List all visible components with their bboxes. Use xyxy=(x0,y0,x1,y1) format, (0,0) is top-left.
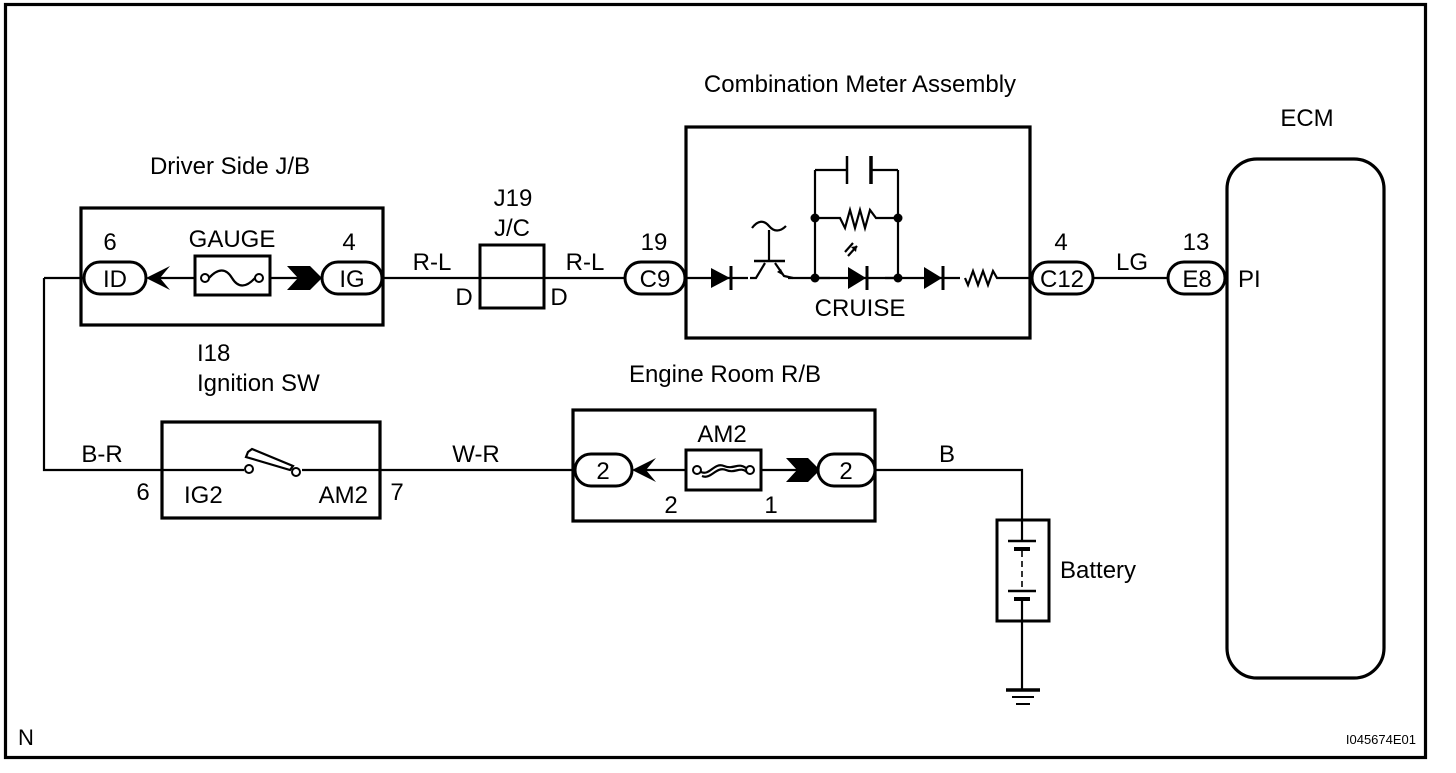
ecm-title: ECM xyxy=(1280,105,1333,132)
ignition-pin-6: 6 xyxy=(136,479,149,506)
battery: Battery xyxy=(995,518,1136,623)
capacitor-icon xyxy=(815,156,898,184)
resistor-icon xyxy=(960,267,1005,289)
wire-label-r-l-2: R-L xyxy=(566,249,605,276)
connector-e8 xyxy=(1166,260,1227,296)
ignition-id: I18 xyxy=(197,340,230,367)
driver-side-jb: Driver Side J/B ID 6 GAUGE IG 4 xyxy=(79,153,385,327)
arrow-right-icon xyxy=(786,458,820,482)
ignition-title: Ignition SW xyxy=(197,370,320,397)
ecm-box xyxy=(1225,157,1386,680)
jc-right-pin: D xyxy=(550,284,567,311)
meter-box xyxy=(684,125,1032,340)
jc-id: J19 xyxy=(494,185,533,212)
wire-label-b: B xyxy=(939,441,955,468)
ignition-terminal-ig2: IG2 xyxy=(184,482,223,509)
connector-ig-label: IG xyxy=(339,266,364,293)
ecm: ECM 13 E8 PI xyxy=(1166,105,1386,680)
driver-jb-box xyxy=(79,206,385,327)
wire-label-b-r: B-R xyxy=(81,441,122,468)
resistor-icon xyxy=(815,205,898,233)
ignition-switch: I18 Ignition SW B-R 6 7 IG2 AM2 xyxy=(81,340,404,520)
jc-box xyxy=(478,243,546,310)
wire-b-r xyxy=(42,278,162,472)
pin-number-19: 19 xyxy=(641,229,668,256)
fusible-link-icon xyxy=(692,464,755,478)
wires xyxy=(42,276,1168,690)
jc-left-pin: D xyxy=(455,284,472,311)
connector-e8-label: E8 xyxy=(1182,266,1211,293)
arrow-right-icon xyxy=(287,266,322,290)
engine-room-rb: Engine Room R/B 2 AM2 2 2 1 xyxy=(571,361,877,523)
led-icon xyxy=(815,242,898,290)
rb-pin-2: 2 xyxy=(664,492,677,519)
connector-id-label: ID xyxy=(103,266,127,293)
corner-mark: N xyxy=(18,725,34,750)
connector-c9-label: C9 xyxy=(640,266,671,293)
combination-meter: Combination Meter Assembly 19 C9 xyxy=(623,71,1095,340)
battery-label: Battery xyxy=(1060,557,1136,584)
fuse-icon xyxy=(200,269,264,287)
switch-icon xyxy=(244,447,301,477)
am2-fuse-label: AM2 xyxy=(697,421,746,448)
arrow-left-icon xyxy=(146,266,170,290)
transistor-icon xyxy=(748,220,794,280)
diode-icon xyxy=(711,266,733,290)
meter-title: Combination Meter Assembly xyxy=(704,71,1016,98)
wire-label-lg: LG xyxy=(1116,249,1148,276)
outer-frame xyxy=(3,2,1428,760)
ignition-terminal-am2: AM2 xyxy=(319,482,368,509)
connector-ig xyxy=(320,260,384,296)
pin-number-4-meter: 4 xyxy=(1054,229,1067,256)
diode-icon xyxy=(924,266,945,290)
cruise-indicator-label: CRUISE xyxy=(815,295,906,322)
driver-jb-title: Driver Side J/B xyxy=(150,153,310,180)
ignition-pin-7: 7 xyxy=(390,479,403,506)
connector-c9 xyxy=(623,260,687,296)
pin-number-4: 4 xyxy=(342,229,355,256)
rb-connector-right-label: 2 xyxy=(839,458,852,485)
connector-c12-label: C12 xyxy=(1040,266,1084,293)
rb-connector-right xyxy=(816,452,877,488)
ecm-terminal-pi: PI xyxy=(1238,266,1261,293)
rb-title: Engine Room R/B xyxy=(629,361,821,388)
wire-label-w-r: W-R xyxy=(452,441,500,468)
rb-connector-left-label: 2 xyxy=(596,458,609,485)
figure-id: I045674E01 xyxy=(1346,732,1416,747)
rb-pin-1: 1 xyxy=(764,492,777,519)
pin-number-6: 6 xyxy=(103,229,116,256)
battery-icon xyxy=(1008,520,1036,621)
pin-number-13: 13 xyxy=(1183,229,1210,256)
connector-c12 xyxy=(1030,260,1095,296)
jc-type: J/C xyxy=(494,215,530,242)
ground-icon xyxy=(1006,688,1040,705)
gauge-fuse-label: GAUGE xyxy=(189,226,276,253)
junction-connector-j19: J19 J/C D D xyxy=(455,185,567,311)
wire-label-r-l-1: R-L xyxy=(413,249,452,276)
wire-b xyxy=(874,468,1024,520)
arrow-left-icon xyxy=(632,458,656,482)
